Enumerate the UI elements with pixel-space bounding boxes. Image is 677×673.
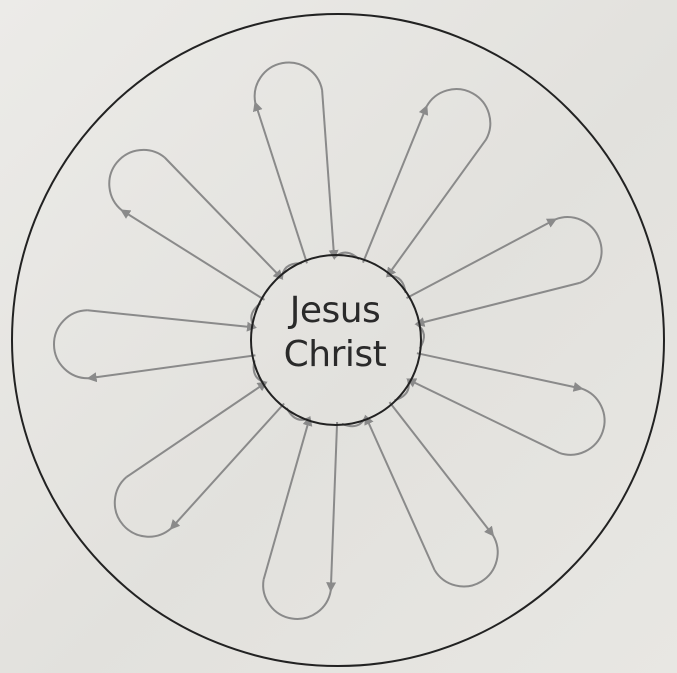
loop-tip	[559, 387, 606, 456]
loop-return-arrow	[386, 139, 487, 278]
loop-tip	[113, 476, 172, 538]
loop-outgoing-arrow	[120, 209, 266, 301]
center-label-line1: Jesus	[289, 290, 381, 331]
loop-tip	[425, 88, 492, 141]
loop-outgoing-arrow	[362, 104, 429, 263]
inner-circle	[250, 254, 422, 426]
loop-return-arrow	[364, 414, 436, 571]
loop-outgoing-arrow	[416, 352, 584, 392]
loop-outgoing-arrow	[252, 101, 308, 264]
loop-outgoing-arrow	[169, 402, 285, 530]
loop-tip	[253, 61, 324, 104]
center-label: Jesus Christ	[255, 289, 415, 377]
loop-hook	[280, 262, 302, 279]
loop-return-arrow	[87, 309, 257, 332]
loop-tip	[262, 579, 332, 620]
loop-outgoing-arrow	[326, 421, 339, 593]
center-label-line2: Christ	[283, 334, 387, 375]
loop-return-arrow	[163, 156, 284, 280]
loop-tip	[53, 309, 89, 380]
loop-hook	[394, 379, 410, 402]
loop-outgoing-arrow	[86, 354, 256, 383]
loop-hook	[285, 407, 311, 421]
loop-tip	[108, 148, 166, 212]
loop-return-arrow	[125, 381, 268, 478]
loop-group	[53, 61, 606, 620]
loop-outgoing-arrow	[406, 218, 558, 299]
loop-return-arrow	[321, 90, 339, 260]
loop-outgoing-arrow	[388, 401, 495, 537]
outer-circle	[11, 13, 665, 667]
loop-tip	[554, 216, 603, 284]
loop-tip	[433, 534, 499, 588]
loop-return-arrow	[262, 415, 313, 580]
loop-return-arrow	[414, 281, 580, 327]
loop-return-arrow	[406, 378, 560, 454]
